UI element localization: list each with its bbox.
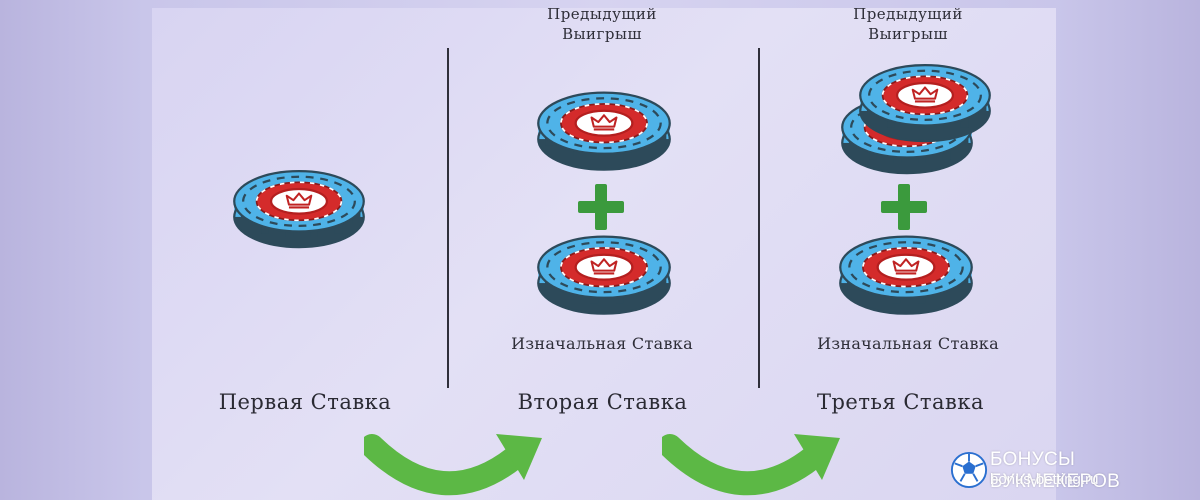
poker-chip-icon xyxy=(233,170,365,249)
previous-win-line1: Предыдущий xyxy=(853,5,963,23)
poker-chip-icon xyxy=(859,64,991,143)
previous-win-line1: Предыдущий xyxy=(547,5,657,23)
poker-chip-icon xyxy=(839,235,973,315)
stage-title-3: Третья Ставка xyxy=(816,390,985,414)
stage-title-2: Вторая Ставка xyxy=(517,390,688,414)
poker-chip-icon xyxy=(537,235,671,315)
initial-bet-label-2: Изначальная Ставка xyxy=(511,334,693,353)
previous-win-label-2: Предыдущий Выигрыш xyxy=(480,4,724,44)
column-divider-2 xyxy=(758,48,760,388)
watermark-title: БОНУСЫ БУКМЕКЕРОВ xyxy=(990,449,1121,492)
curved-arrow-icon xyxy=(364,428,548,500)
previous-win-line2: Выигрыш xyxy=(868,25,948,43)
plus-icon xyxy=(881,184,927,230)
plus-icon xyxy=(578,184,624,230)
watermark: БОНУСЫ БУКМЕКЕРОВ bonus-betting.ru xyxy=(950,447,1198,493)
curved-arrow-icon xyxy=(662,428,846,500)
initial-bet-label-3: Изначальная Ставка xyxy=(817,334,999,353)
stage-title-1: Первая Ставка xyxy=(218,390,392,414)
column-divider-1 xyxy=(447,48,449,388)
watermark-url: bonus-betting.ru xyxy=(990,471,1099,488)
poker-chip-icon xyxy=(537,91,671,171)
soccer-ball-icon xyxy=(950,451,988,489)
previous-win-line2: Выигрыш xyxy=(562,25,642,43)
previous-win-label-3: Предыдущий Выигрыш xyxy=(786,4,1030,44)
